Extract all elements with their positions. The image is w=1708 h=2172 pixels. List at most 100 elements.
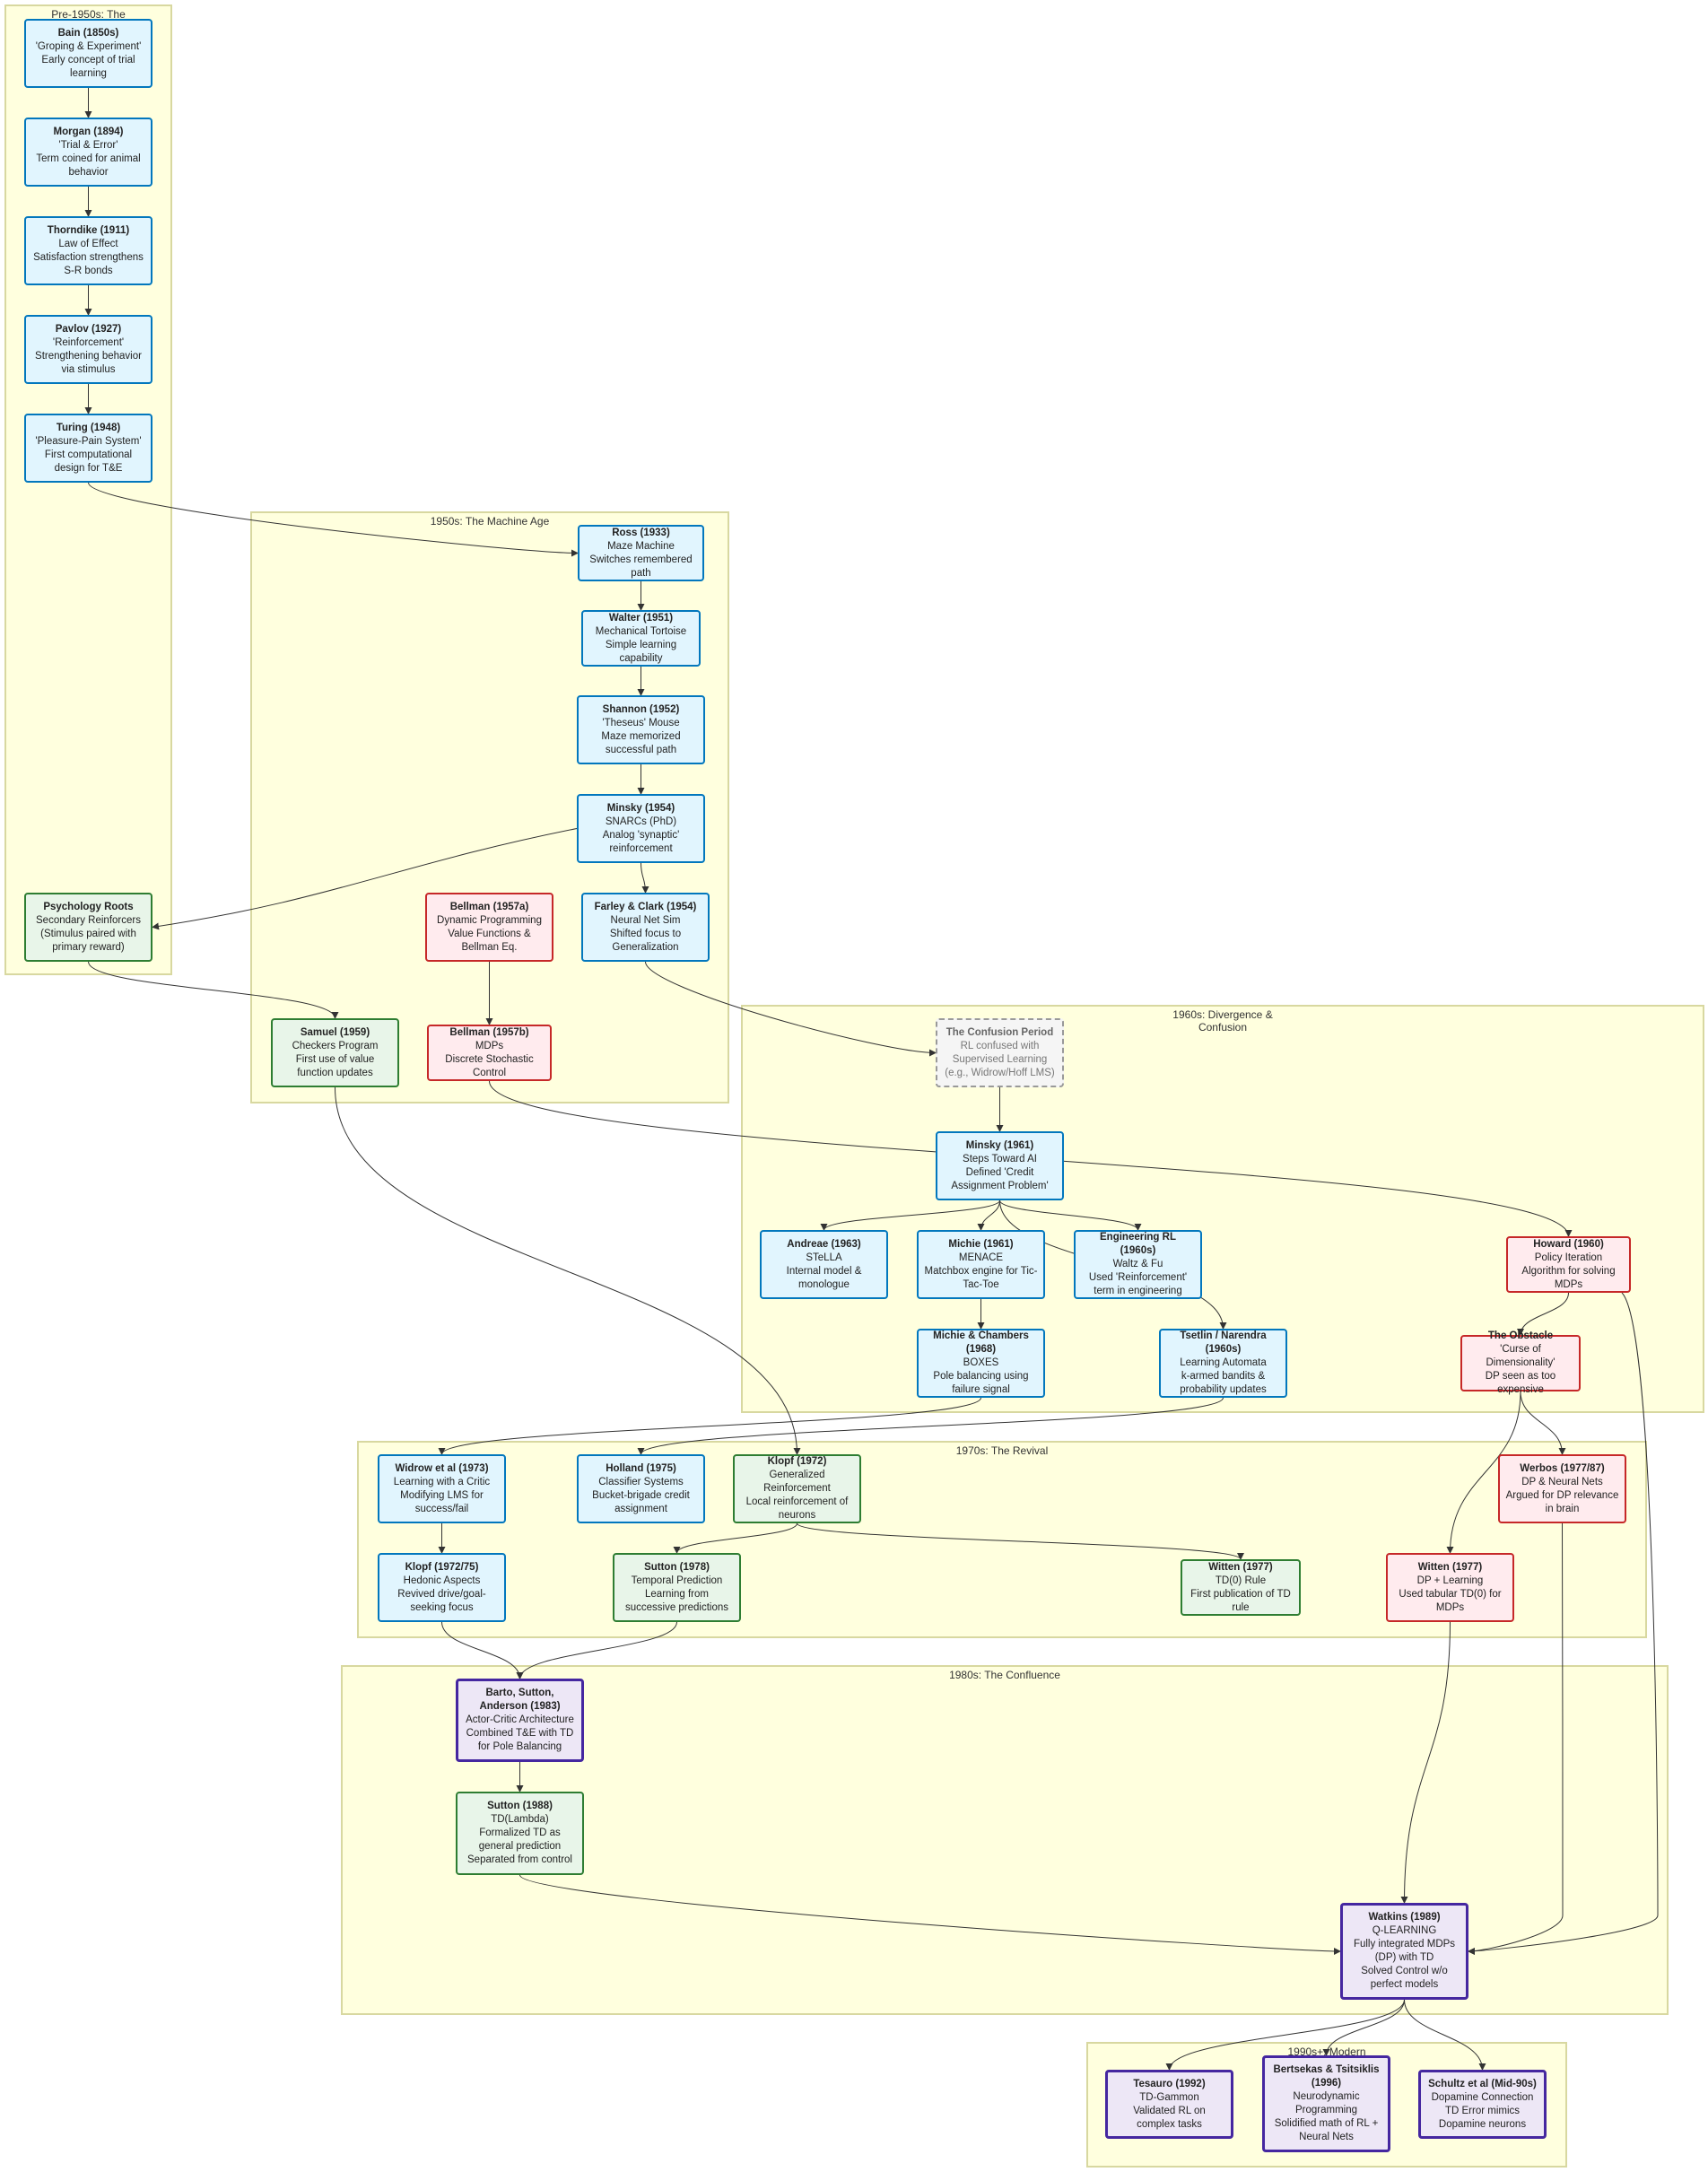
node-line: Separated from control	[467, 1854, 572, 1865]
node-title: Samuel (1959)	[300, 1026, 370, 1038]
edge-minsky61-engrl	[999, 1199, 1142, 1231]
node-line: DP & Neural Nets	[1521, 1476, 1603, 1487]
cluster-label: 1980s: The Confluence	[949, 1669, 1060, 1681]
edge-watkins-schultz	[1404, 1999, 1486, 2071]
node-line: 'Reinforcement'	[52, 336, 125, 348]
node-line: Term coined for animal behavior	[36, 153, 141, 178]
node-line: Early concept of trial learning	[41, 54, 135, 79]
edge-sutton78-barto	[516, 1621, 677, 1679]
edge-psych-samuel	[88, 961, 339, 1019]
node-pavlov[interactable]: Pavlov (1927)'Reinforcement'Strengthenin…	[24, 315, 152, 384]
node-title: Bellman (1957b)	[449, 1026, 529, 1038]
node-barto[interactable]: Barto, Sutton, Anderson (1983)Actor-Crit…	[456, 1679, 584, 1762]
node-line: First computational design for T&E	[44, 449, 133, 474]
edge-farley-confusion	[645, 961, 937, 1057]
node-obstacle[interactable]: The Obstacle 'Curse of Dimensionality' DP …	[1460, 1330, 1581, 1395]
node-title: Farley & Clark (1954)	[594, 901, 697, 912]
node-line: Law of Effect	[58, 238, 118, 249]
node-line: Local reinforcement of neurons	[745, 1496, 849, 1521]
node-title: The Confusion Period	[946, 1026, 1054, 1038]
node-line: Classifier Systems	[598, 1476, 684, 1487]
node-title: Ross (1933)	[612, 527, 670, 538]
edge-watkins-tesauro	[1165, 1999, 1405, 2071]
node-line: (Stimulus paired with primary reward)	[40, 928, 136, 953]
edge-watkins-bertsekas	[1322, 1999, 1405, 2056]
node-title: Michie & Chambers (1968)	[933, 1330, 1029, 1355]
node-title: Bertsekas & Tsitsiklis (1996)	[1273, 2064, 1380, 2089]
node-title: The Obstacle	[1487, 1330, 1554, 1341]
node-title: Klopf (1972/75)	[405, 1561, 479, 1573]
edge-minsky54-psych	[152, 828, 578, 930]
edge-klopf7275-barto	[441, 1621, 524, 1679]
node-title: Pavlov (1927)	[55, 323, 122, 335]
node-bertsekas[interactable]: Bertsekas & Tsitsiklis (1996)Neurodynami…	[1262, 2055, 1390, 2152]
node-title: Morgan (1894)	[53, 126, 124, 137]
node-line: Learning from successive predictions	[624, 1588, 729, 1613]
cluster-label: Pre-1950s: The	[51, 8, 126, 21]
node-title: Holland (1975)	[606, 1462, 676, 1474]
node-line: Steps Toward AI	[963, 1153, 1037, 1165]
edge-turing-ross	[88, 482, 579, 557]
node-bain[interactable]: Bain (1850s)'Groping & Experiment'Early …	[24, 19, 152, 88]
node-title: Andreae (1963)	[787, 1238, 861, 1250]
node-title: Engineering RL (1960s)	[1100, 1232, 1176, 1256]
node-minsky54[interactable]: Minsky (1954)SNARCs (PhD)Analog 'synapti…	[577, 794, 705, 863]
node-line: Discrete Stochastic Control	[445, 1053, 534, 1078]
node-schultz[interactable]: Schultz et al (Mid-90s)Dopamine Connecti…	[1418, 2070, 1547, 2139]
edge-sutton88-watkins	[519, 1874, 1341, 1955]
node-line: STeLLA	[806, 1252, 842, 1263]
node-morgan[interactable]: Morgan (1894)'Trial & Error'Term coined …	[24, 118, 152, 187]
node-line: Value Functions & Bellman Eq.	[448, 928, 531, 953]
node-line: Modifying LMS for success/fail	[400, 1489, 484, 1514]
node-line: 'Pleasure-Pain System'	[35, 435, 142, 447]
node-line: Solved Control w/o perfect models	[1361, 1966, 1448, 1990]
node-line: First publication of TD rule	[1190, 1588, 1291, 1613]
node-title: Sutton (1978)	[644, 1561, 710, 1573]
node-title: Witten (1977)	[1417, 1561, 1483, 1573]
edge-minsky61-andreae	[820, 1199, 1000, 1231]
edge-klopf72-witten77g	[797, 1522, 1244, 1560]
node-tsetlin[interactable]: Tsetlin / Narendra (1960s)Learning Autom…	[1159, 1329, 1287, 1398]
node-line: Maze Machine	[607, 540, 675, 552]
node-line: Neurodynamic Programming	[1293, 2091, 1360, 2115]
node-widrow[interactable]: Widrow et al (1973)Learning with a Criti…	[378, 1454, 506, 1523]
node-turing[interactable]: Turing (1948)'Pleasure-Pain System'First…	[24, 414, 152, 483]
node-sutton88[interactable]: Sutton (1988)TD(Lambda)Formalized TD as …	[456, 1792, 584, 1875]
node-line: Dynamic Programming	[437, 914, 542, 926]
node-title: Watkins (1989)	[1368, 1912, 1441, 1923]
edge-witten77r-watkins	[1400, 1621, 1451, 1904]
node-line: Dopamine Connection	[1431, 2091, 1534, 2103]
node-line: 'Curse of Dimensionality'	[1486, 1344, 1556, 1368]
cluster-label: 1960s: Divergence & Confusion	[1172, 1008, 1273, 1034]
node-line: Maze memorized successful path	[601, 730, 681, 755]
node-line: Used tabular TD(0) for MDPs	[1399, 1588, 1502, 1613]
node-line: Matchbox engine for Tic-Tac-Toe	[924, 1265, 1038, 1290]
node-line: DP seen as too expensive	[1485, 1371, 1556, 1395]
